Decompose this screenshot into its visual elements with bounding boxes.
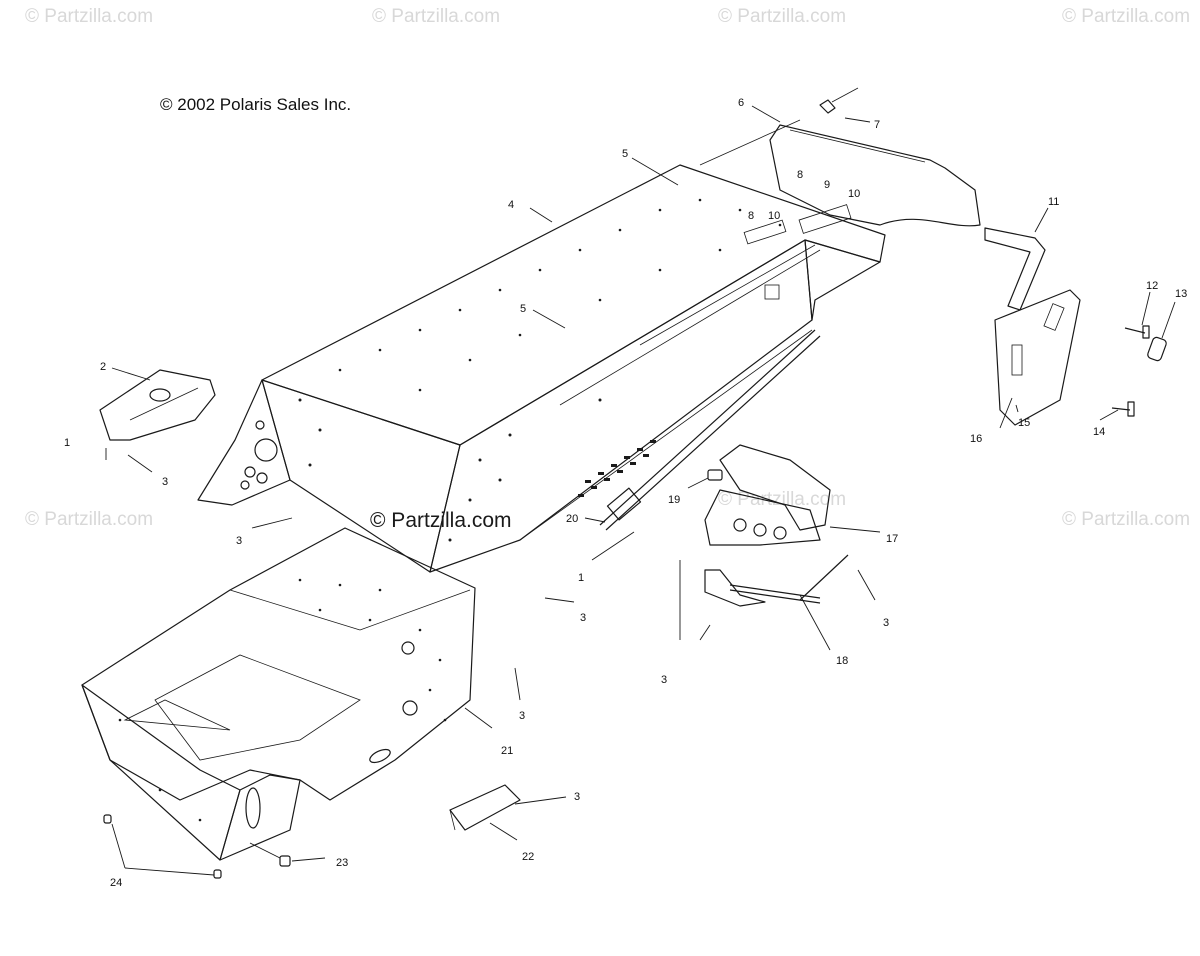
bracket-part-11 bbox=[984, 227, 1046, 311]
watermarks: © Partzilla.com © Partzilla.com © Partzi… bbox=[25, 6, 1190, 532]
callout-10b: 10 bbox=[768, 210, 780, 222]
hardware-part-14 bbox=[1111, 401, 1135, 417]
rod-part-20 bbox=[599, 329, 821, 531]
callout-10a: 10 bbox=[848, 188, 860, 200]
callout-7: 7 bbox=[874, 119, 880, 131]
callout-20: 20 bbox=[566, 513, 578, 525]
bracket-part-22 bbox=[449, 784, 521, 831]
callout-8a: 8 bbox=[797, 169, 803, 181]
leader-lines bbox=[105, 105, 1176, 876]
callout-3f: 3 bbox=[519, 710, 525, 722]
callout-24: 24 bbox=[110, 877, 122, 889]
hardware-part-12 bbox=[1124, 325, 1150, 339]
callout-11: 11 bbox=[1048, 196, 1059, 208]
callout-3g: 3 bbox=[574, 791, 580, 803]
fastener-part-23 bbox=[279, 855, 291, 867]
tunnel-part-4 bbox=[197, 119, 886, 573]
bracket-part-17 bbox=[704, 444, 831, 546]
side-plate-part-16 bbox=[994, 289, 1081, 426]
watermark-top-center-left: © Partzilla.com bbox=[372, 6, 500, 27]
callout-3a: 3 bbox=[162, 476, 168, 488]
callout-16: 16 bbox=[970, 433, 982, 445]
watermark-top-left: © Partzilla.com bbox=[25, 6, 153, 27]
watermark-far-right: © Partzilla.com bbox=[1062, 509, 1190, 530]
callout-3e: 3 bbox=[661, 674, 667, 686]
callout-21: 21 bbox=[501, 745, 513, 757]
watermark-mid-right: © Partzilla.com bbox=[718, 489, 846, 510]
callout-23: 23 bbox=[336, 857, 348, 869]
callout-numbers: 1 1 2 3 3 3 3 3 3 3 4 5 5 6 7 8 8 9 10 1… bbox=[64, 97, 1187, 889]
rear-flap-part-6 bbox=[769, 124, 981, 227]
watermark-center: © Partzilla.com bbox=[370, 509, 512, 532]
fastener-part-24b bbox=[213, 869, 222, 879]
knob-part-13 bbox=[1147, 336, 1167, 362]
watermark-mid-left: © Partzilla.com bbox=[25, 509, 153, 530]
callout-2: 2 bbox=[100, 361, 106, 373]
callout-5b: 5 bbox=[520, 303, 526, 315]
callout-18: 18 bbox=[836, 655, 848, 667]
callout-22: 22 bbox=[522, 851, 534, 863]
callout-3d: 3 bbox=[883, 617, 889, 629]
callout-9: 9 bbox=[824, 179, 830, 191]
callout-1a: 1 bbox=[64, 437, 70, 449]
callout-17: 17 bbox=[886, 533, 898, 545]
callout-12: 12 bbox=[1146, 280, 1158, 292]
callout-19: 19 bbox=[668, 494, 680, 506]
callout-5a: 5 bbox=[622, 148, 628, 160]
bulkhead-part-21 bbox=[81, 527, 476, 861]
callout-15: 15 bbox=[1018, 417, 1030, 429]
callout-13: 13 bbox=[1175, 288, 1187, 300]
callout-6: 6 bbox=[738, 97, 744, 109]
callout-14: 14 bbox=[1093, 426, 1105, 438]
callout-3b: 3 bbox=[236, 535, 242, 547]
callout-3c: 3 bbox=[580, 612, 586, 624]
fastener-part-24a bbox=[103, 814, 112, 824]
copyright-text: © 2002 Polaris Sales Inc. bbox=[160, 95, 351, 114]
bracket-part-2 bbox=[99, 369, 216, 441]
callout-4: 4 bbox=[508, 199, 514, 211]
callout-8b: 8 bbox=[748, 210, 754, 222]
watermark-top-right: © Partzilla.com bbox=[1062, 6, 1190, 27]
axle-part-18 bbox=[704, 554, 849, 607]
watermark-top-center-right: © Partzilla.com bbox=[718, 6, 846, 27]
cable-part-7 bbox=[819, 87, 859, 114]
callout-1b: 1 bbox=[578, 572, 584, 584]
bushing-part-19 bbox=[707, 469, 723, 481]
